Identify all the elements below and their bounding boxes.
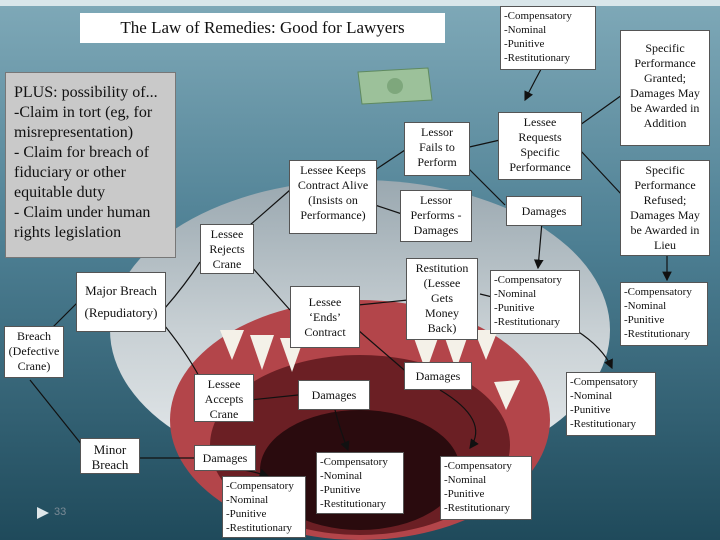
line-keeps-fails — [374, 149, 406, 171]
line-ends-damages — [357, 329, 411, 376]
plus-note: PLUS: possibility of... -Claim in tort (… — [5, 72, 176, 258]
lessee-rejects-node: Lessee Rejects Crane — [200, 224, 254, 274]
line-major-rejects — [164, 261, 201, 309]
breach-node: Breach (Defective Crane) — [4, 326, 64, 378]
line-fails-requests — [464, 139, 501, 149]
lessor-performs-node: Lessor Performs - Damages — [400, 190, 472, 242]
restitution-node: Restitution (Lessee Gets Money Back) — [406, 258, 478, 340]
remedy-list-sp-refused: -Compensatory -Nominal -Punitive -Restit… — [620, 282, 708, 346]
ends-contract-node: Lessee ‘Ends’ Contract — [290, 286, 360, 348]
line-fails-damages — [464, 164, 506, 206]
line-rejects-ends — [249, 264, 291, 311]
arrow-fails-damages-list — [533, 221, 544, 270]
requests-sp-node: Lessee Requests Specific Performance — [498, 112, 582, 180]
arrow-ends-damages-list — [439, 389, 479, 449]
line-major-accepts — [159, 319, 201, 379]
damages-ends-node: Damages — [404, 362, 472, 390]
damages-minor-node: Damages — [194, 445, 256, 471]
damages-fails-node: Damages — [506, 196, 582, 226]
damages-accepts-node: Damages — [298, 380, 370, 410]
line-requests-refused — [579, 149, 623, 196]
major-breach-node: Major Breach (Repudiatory) — [76, 272, 166, 332]
minor-breach-node: Minor Breach — [80, 438, 140, 474]
sp-refused-node: Specific Performance Refused; Damages Ma… — [620, 160, 710, 256]
lessor-fails-node: Lessor Fails to Perform — [404, 122, 470, 176]
dollar-bill-icon — [357, 67, 433, 105]
remedy-list-ends-damages: -Compensatory -Nominal -Punitive -Restit… — [566, 372, 656, 436]
keeps-alive-node: Lessee Keeps Contract Alive (Insists on … — [289, 160, 377, 234]
play-triangle-icon — [37, 507, 49, 519]
remedy-list-top: -Compensatory -Nominal -Punitive -Restit… — [500, 6, 596, 70]
line-requests-granted — [579, 94, 623, 126]
remedy-list-accepts-damages: -Compensatory -Nominal -Punitive -Restit… — [316, 452, 404, 514]
remedy-list-minor-damages: -Compensatory -Nominal -Punitive -Restit… — [222, 476, 306, 538]
sp-granted-node: Specific Performance Granted; Damages Ma… — [620, 30, 710, 146]
slide-number: 33 — [54, 506, 67, 518]
remedy-list-performs: -Compensatory -Nominal -Punitive -Restit… — [440, 456, 532, 520]
lessee-accepts-node: Lessee Accepts Crane — [194, 374, 254, 422]
line-rejects-keeps — [249, 189, 291, 226]
line-breach-minor — [29, 379, 83, 446]
arrow-accepts-list — [334, 409, 350, 452]
line-ends-restitution — [357, 299, 409, 306]
line-accepts-damages — [249, 394, 299, 401]
remedy-list-fails-damages: -Compensatory -Nominal -Punitive -Restit… — [490, 270, 580, 334]
slide-title: The Law of Remedies: Good for Lawyers — [80, 13, 445, 43]
